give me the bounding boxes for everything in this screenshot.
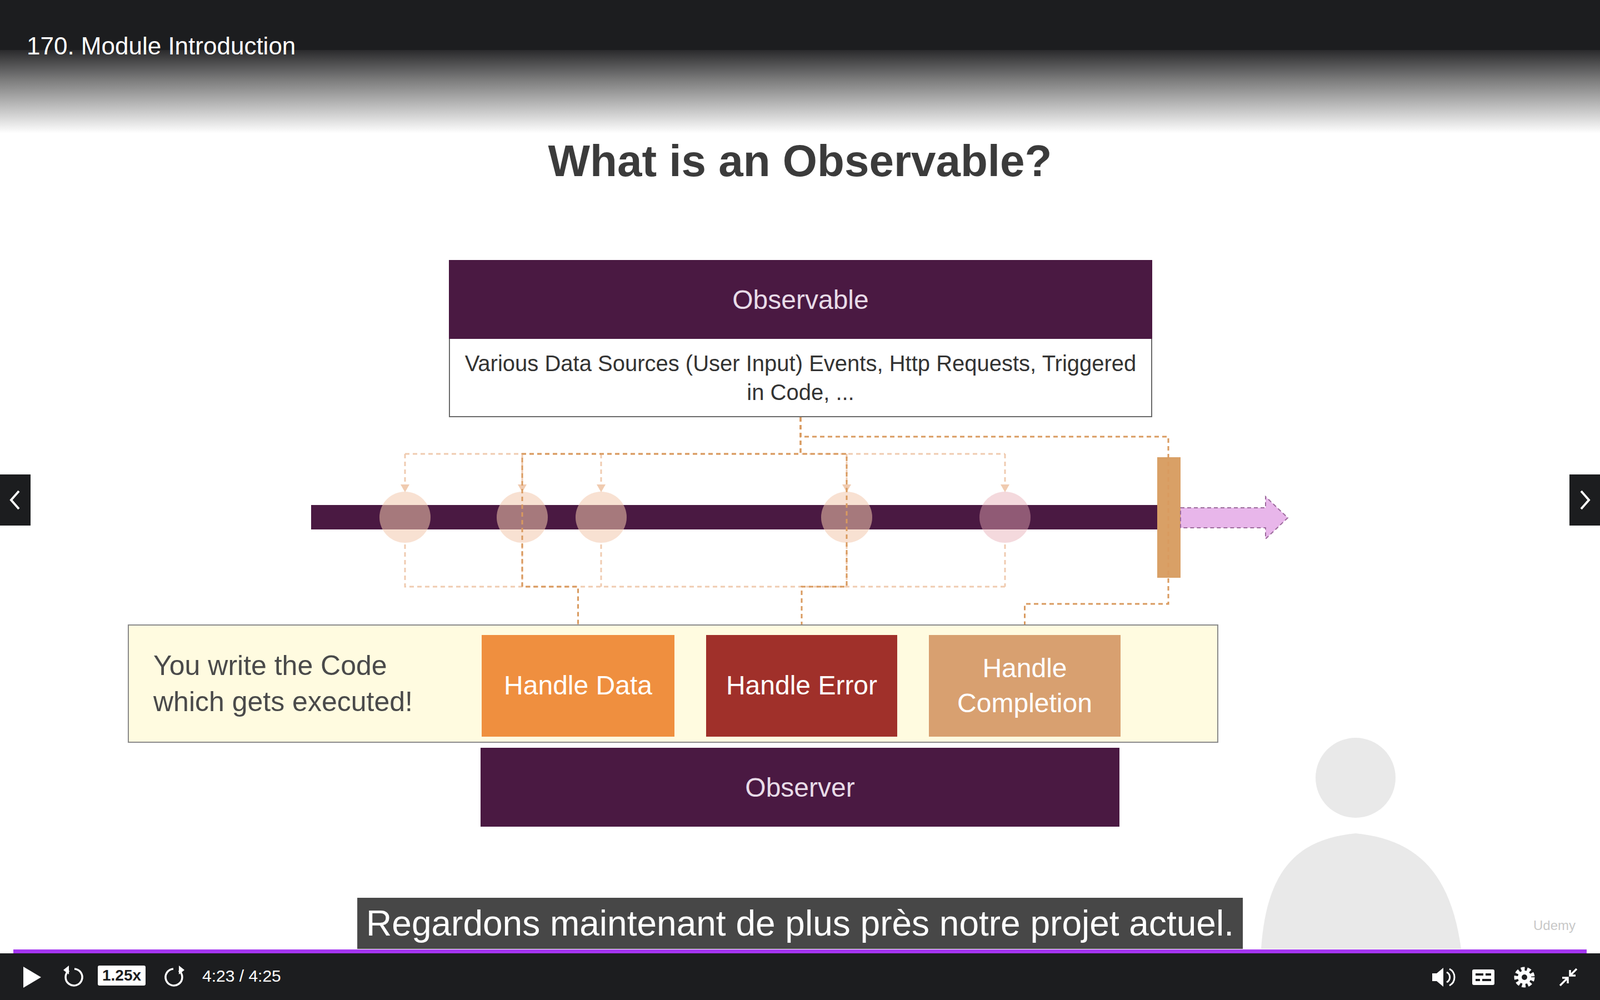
progress-bar [13, 949, 1587, 954]
box-body: Various Data Sources (User Input) Events… [448, 338, 1153, 418]
top-fade [0, 50, 1600, 134]
dashed-connector [522, 417, 801, 635]
observer-code-panel: You write the Code which gets executed! H… [127, 624, 1219, 743]
watermark: Udemy [1533, 917, 1576, 934]
time-arrow [1180, 496, 1288, 539]
handler-box: Handle Data [481, 635, 675, 737]
settings-icon [1516, 969, 1533, 985]
exit-fullscreen-icon [1560, 968, 1577, 986]
timeline-bar [311, 505, 1159, 530]
time-display: 4:23 / 4:25 [202, 966, 282, 986]
rewind-icon [63, 965, 83, 986]
box-heading: Observable [448, 260, 1153, 339]
observer-box: Observer [480, 747, 1120, 827]
forward-icon [165, 965, 185, 986]
panel-text: You write the Code which gets executed! [153, 642, 454, 726]
playback-speed: 1.25x [97, 965, 146, 986]
subtitle-caption: Regardons maintenant de plus près notre … [357, 897, 1243, 949]
control-bar [0, 953, 1600, 1000]
observable-box: ObservableVarious Data Sources (User Inp… [448, 260, 1153, 418]
nav-arrow-left [0, 474, 31, 526]
handler-label: Handle Completion [934, 651, 1115, 721]
handler-label: Handle Data [503, 668, 653, 703]
handler-box: Handle Error [706, 635, 898, 737]
handler-box: Handle Completion [928, 635, 1121, 737]
captions-icon [1472, 969, 1495, 985]
event-circles [379, 491, 1031, 543]
play-icon [23, 966, 42, 988]
handler-label: Handle Error [726, 668, 878, 703]
lecture-title: 170. Module Introduction [26, 32, 296, 60]
timeline-illustration [311, 453, 1288, 587]
dashed-connector [800, 417, 1169, 635]
presenter-figure [1261, 737, 1462, 949]
slide-title: What is an Observable? [0, 135, 1600, 187]
nav-arrow-right [1569, 474, 1600, 526]
box-label: Observer [745, 772, 855, 803]
dashed-connector [800, 417, 847, 635]
volume-icon [1432, 967, 1455, 987]
